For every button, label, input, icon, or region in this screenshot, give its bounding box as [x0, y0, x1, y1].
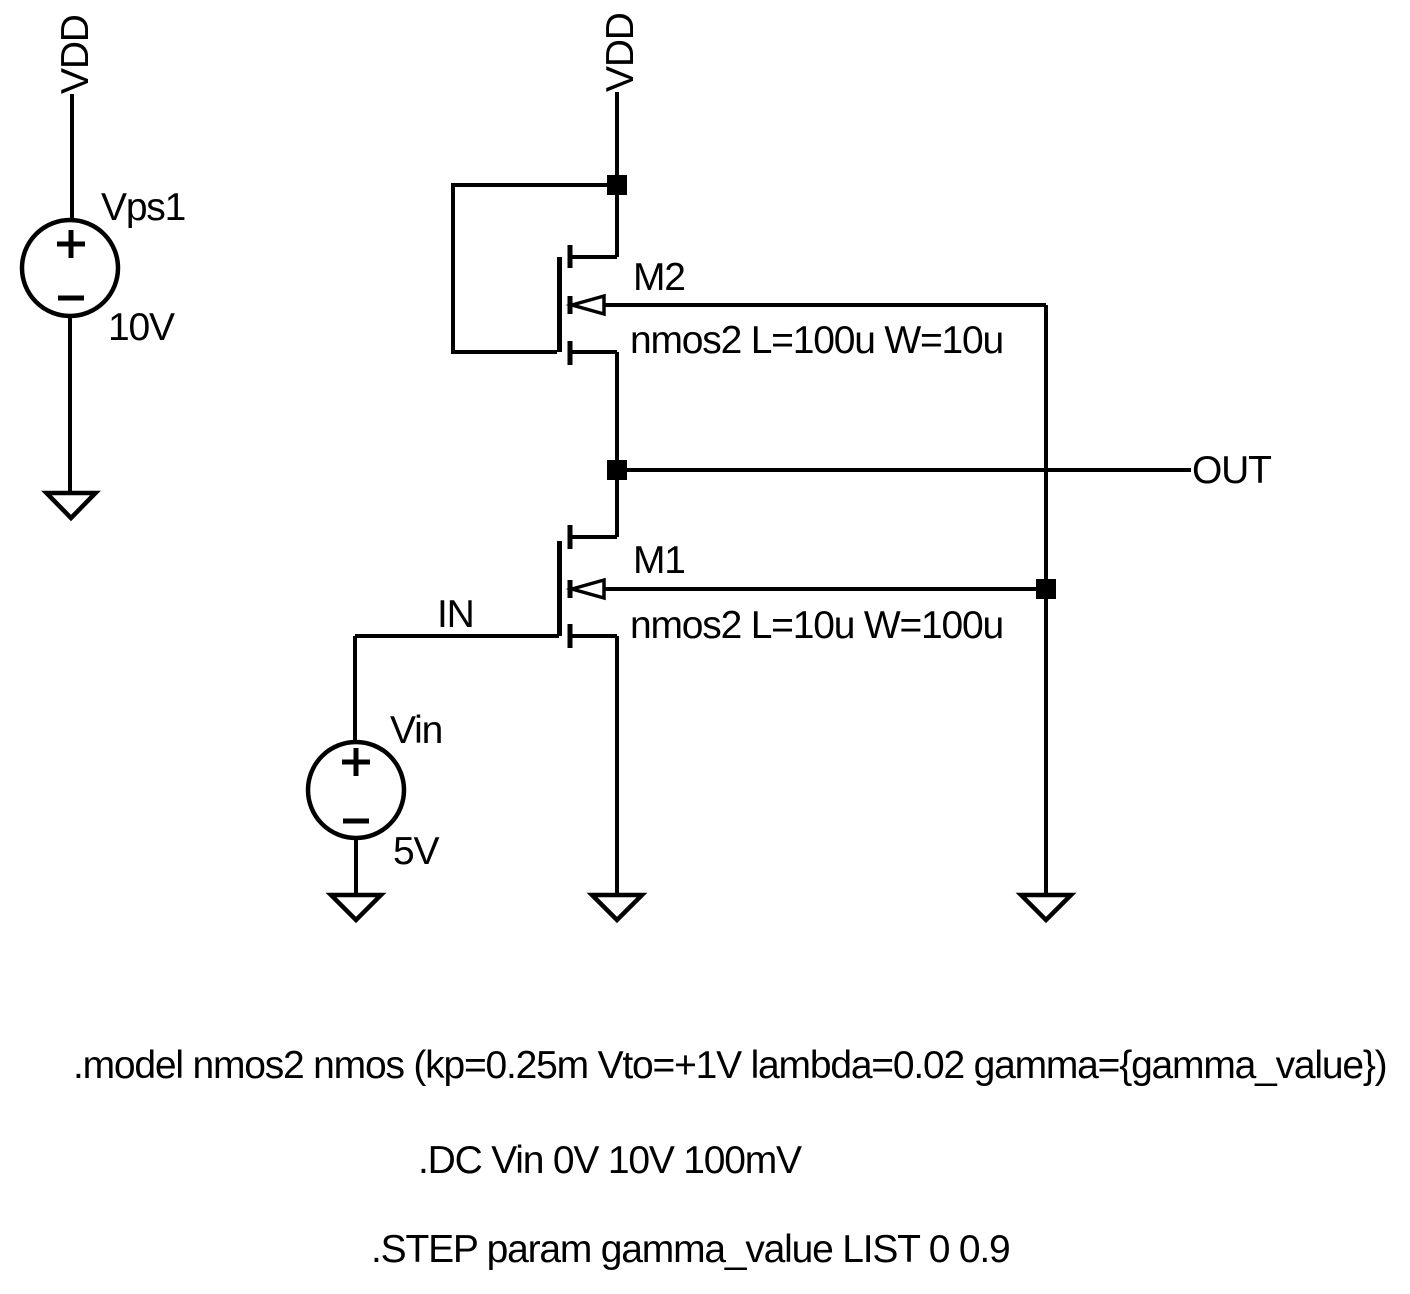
out-net-label: OUT — [1192, 449, 1271, 492]
vdd-flag-label-middle: VDD — [599, 13, 642, 92]
junction-dot-vdd — [607, 175, 627, 195]
vps1-name-label: Vps1 — [101, 186, 185, 229]
m1-bulk-arrow-icon — [565, 577, 606, 601]
directive-step: .STEP param gamma_value LIST 0 0.9 — [371, 1228, 1009, 1271]
m1-params-label: nmos2 L=10u W=100u — [630, 604, 1003, 647]
directive-model: .model nmos2 nmos (kp=0.25m Vto=+1V lamb… — [73, 1044, 1386, 1087]
vin-name-label: Vin — [390, 709, 442, 752]
vps1-value-label: 10V — [108, 306, 175, 349]
transistor-m1: M1 nmos2 L=10u W=100u — [557, 525, 1046, 924]
vdd-flag-label-left: VDD — [54, 15, 97, 94]
vin-value-label: 5V — [393, 830, 439, 873]
bulk-rail — [1015, 305, 1077, 924]
ground-icon-m1 — [586, 892, 648, 924]
junction-dot-bulk — [1036, 579, 1056, 599]
out-net: OUT — [607, 352, 1272, 537]
ground-icon-vps1 — [41, 490, 101, 522]
m2-bulk-arrow-icon — [565, 293, 606, 317]
input-branch-vin: IN Vin 5V — [305, 593, 559, 924]
vdd-branch-middle: VDD — [599, 13, 642, 257]
m2-name-label: M2 — [633, 256, 685, 299]
plus-icon — [342, 748, 370, 776]
ground-icon-vin — [325, 892, 387, 924]
m1-name-label: M1 — [633, 539, 685, 582]
m2-params-label: nmos2 L=100u W=10u — [630, 319, 1003, 362]
wire-m2-gate-to-drain-loop — [451, 183, 608, 354]
supply-branch-vps1: VDD Vps1 10V — [19, 15, 186, 522]
directive-dc-sweep: .DC Vin 0V 10V 100mV — [418, 1139, 802, 1182]
ground-icon-bulk-rail — [1015, 892, 1077, 924]
spice-directives: .model nmos2 nmos (kp=0.25m Vto=+1V lamb… — [73, 1044, 1388, 1271]
junction-dot-out — [607, 460, 627, 480]
in-net-label: IN — [437, 593, 474, 636]
plus-icon — [57, 230, 85, 258]
transistor-m2: M2 nmos2 L=100u W=10u — [451, 183, 1046, 365]
